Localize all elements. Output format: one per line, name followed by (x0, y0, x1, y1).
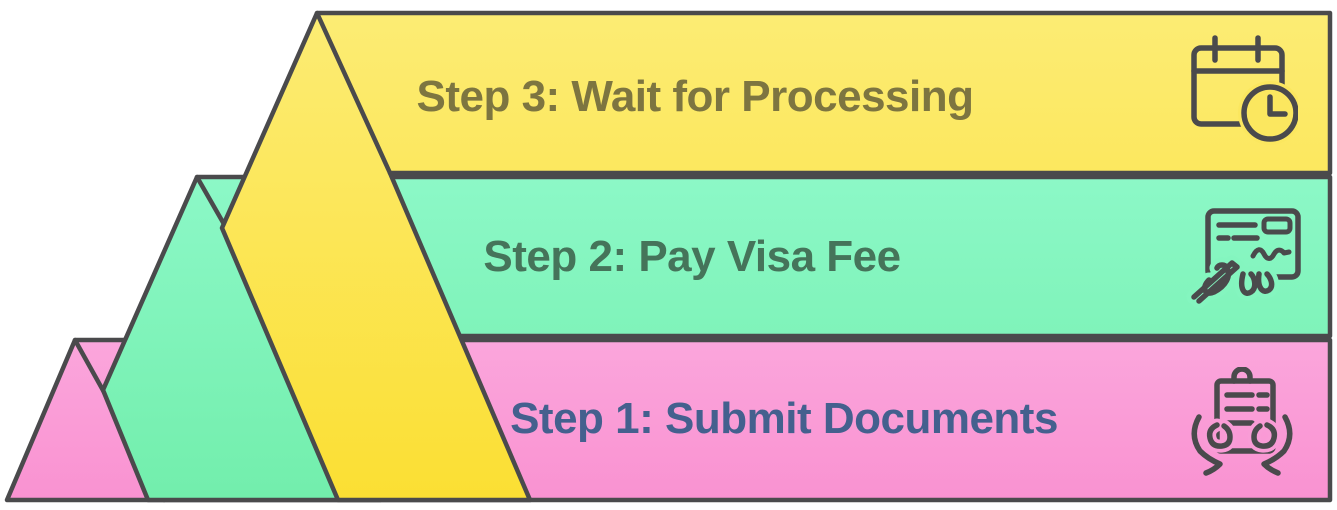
calendar-clock-icon (1191, 35, 1298, 145)
step1-label: Step 1: Submit Documents (510, 394, 1058, 443)
step3-label: Step 3: Wait for Processing (416, 72, 974, 121)
documents-in-hands-icon (1191, 367, 1293, 476)
step2-label: Step 2: Pay Visa Fee (483, 232, 901, 281)
step3-band-shape (219, 10, 1333, 503)
check-payment-icon (1186, 208, 1301, 309)
